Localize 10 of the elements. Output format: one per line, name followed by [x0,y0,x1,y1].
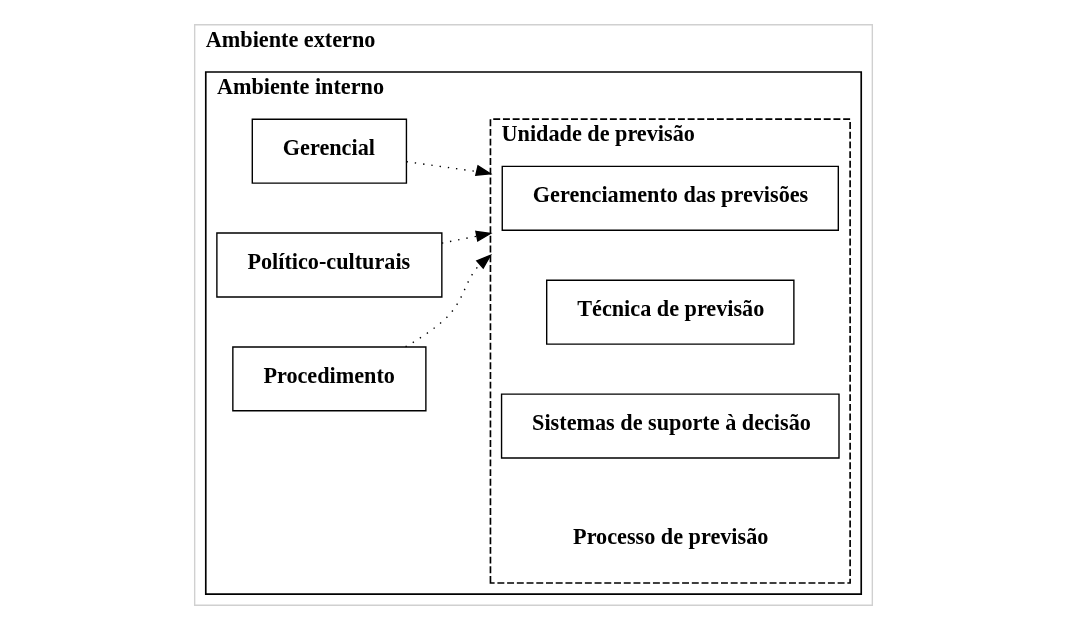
arrow [404,253,493,348]
node-box: Técnica de previsão [546,279,795,345]
node-box: Gerenciamento das previsões [501,165,839,231]
node-text: Processo de previsão [573,523,769,549]
node-box: Sistemas de suporte à decisão [500,393,840,459]
node-box: Procedimento [232,346,427,412]
arrow [405,161,493,177]
arrow [441,230,493,244]
node-box: Gerencial [251,118,408,184]
node-box: Político-culturais [216,232,443,298]
